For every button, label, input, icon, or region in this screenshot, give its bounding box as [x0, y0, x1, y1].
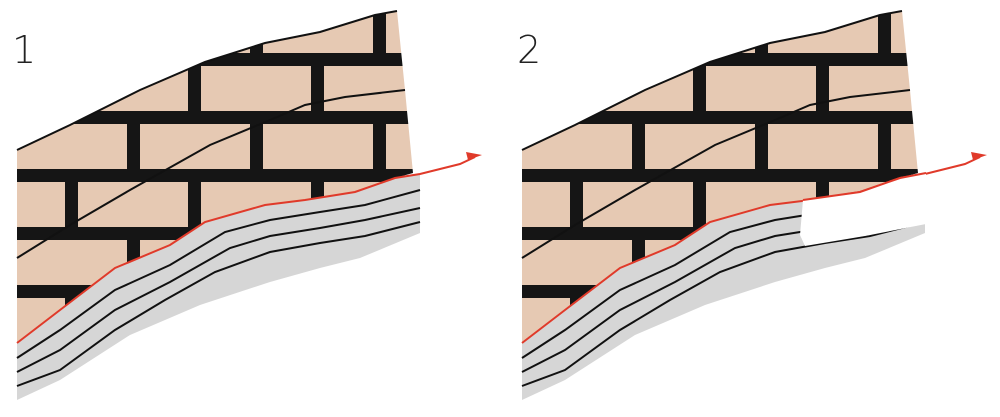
crack-line-segment [802, 172, 927, 201]
panel-1: 1 [12, 10, 483, 401]
detached-area [800, 173, 926, 246]
panel-label: 1 [12, 28, 36, 72]
panel-2: 2 [517, 10, 988, 401]
panel-label: 2 [517, 28, 541, 72]
